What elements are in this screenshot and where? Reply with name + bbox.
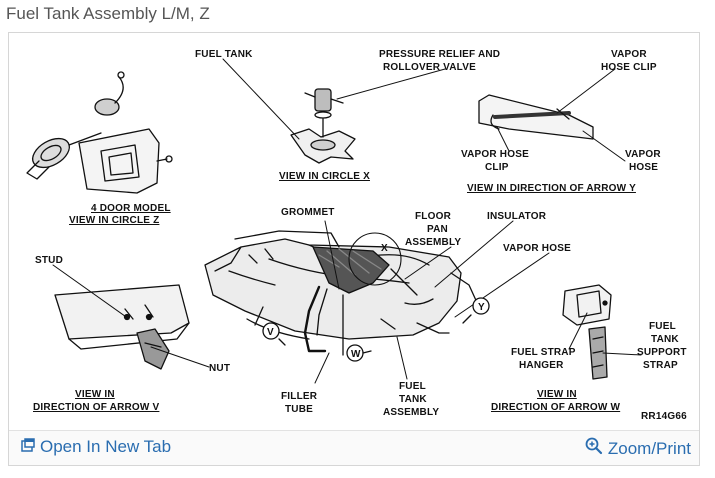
label-filler-tube-1: FILLER bbox=[281, 391, 318, 402]
open-in-new-tab-link[interactable]: Open In New Tab bbox=[21, 437, 171, 457]
label-filler-tube-2: TUBE bbox=[285, 404, 313, 415]
label-stud: STUD bbox=[35, 255, 63, 266]
open-new-tab-icon bbox=[21, 437, 35, 457]
label-grommet: GROMMET bbox=[281, 207, 335, 218]
label-pressure-relief-1: PRESSURE RELIEF AND bbox=[379, 49, 500, 60]
label-four-door-1: 4 DOOR MODEL bbox=[91, 203, 171, 214]
label-pressure-relief-2: ROLLOVER VALVE bbox=[383, 62, 476, 73]
label-vapor-hose-right-1: VAPOR bbox=[625, 149, 661, 160]
label-vapor-hose-mid: VAPOR HOSE bbox=[503, 243, 571, 254]
label-arrow-w: W bbox=[351, 349, 361, 360]
label-vapor-hose-clip-top-1: VAPOR bbox=[611, 49, 647, 60]
label-support-strap-2: TANK bbox=[651, 334, 679, 345]
label-view-arrow-v-1: VIEW IN bbox=[75, 389, 115, 400]
label-vapor-hose-clip-left-1: VAPOR HOSE bbox=[461, 149, 529, 160]
label-vapor-hose-right-2: HOSE bbox=[629, 162, 658, 173]
label-vapor-hose-clip-left-2: CLIP bbox=[485, 162, 509, 173]
arrow-v-detail-drawing bbox=[54, 284, 190, 370]
fuel-tank-diagram: FUEL TANK PRESSURE RELIEF AND ROLLOVER V… bbox=[26, 49, 687, 422]
label-support-strap-4: STRAP bbox=[643, 360, 678, 371]
label-fuel-tank-assembly-2: TANK bbox=[399, 394, 427, 405]
label-view-circle-x: VIEW IN CIRCLE X bbox=[279, 171, 370, 182]
open-in-new-tab-label: Open In New Tab bbox=[40, 437, 172, 456]
label-vapor-hose-clip-top-2: HOSE CLIP bbox=[601, 62, 657, 73]
label-view-arrow-y: VIEW IN DIRECTION OF ARROW Y bbox=[467, 183, 636, 194]
circle-x-detail-drawing bbox=[290, 88, 356, 164]
image-footer: Open In New Tab Zoom/Print bbox=[9, 430, 699, 465]
arrow-w-detail-drawing bbox=[562, 284, 612, 380]
label-fuel-tank: FUEL TANK bbox=[195, 49, 253, 60]
label-floor-pan-3: ASSEMBLY bbox=[405, 237, 461, 248]
diagram-frame: FUEL TANK PRESSURE RELIEF AND ROLLOVER V… bbox=[8, 32, 700, 466]
label-view-arrow-w-2: DIRECTION OF ARROW W bbox=[491, 402, 621, 413]
label-support-strap-3: SUPPORT bbox=[637, 347, 687, 358]
arrow-badges bbox=[262, 297, 490, 362]
label-arrow-v: V bbox=[267, 327, 274, 338]
arrow-y-detail-drawing bbox=[478, 94, 594, 140]
zoom-print-label: Zoom/Print bbox=[607, 438, 691, 458]
label-nut: NUT bbox=[209, 363, 230, 374]
page-title: Fuel Tank Assembly L/M, Z bbox=[6, 4, 210, 23]
diagram-labels: FUEL TANK PRESSURE RELIEF AND ROLLOVER V… bbox=[33, 49, 687, 422]
label-fuel-strap-hanger-2: HANGER bbox=[519, 360, 564, 371]
magnifier-plus-icon bbox=[585, 437, 603, 460]
label-four-door-2: VIEW IN CIRCLE Z bbox=[69, 215, 159, 226]
four-door-detail-drawing bbox=[26, 71, 173, 194]
label-fuel-strap-hanger-1: FUEL STRAP bbox=[511, 347, 576, 358]
leader-lines bbox=[52, 58, 642, 384]
label-fuel-tank-assembly-1: FUEL bbox=[399, 381, 426, 392]
label-insulator: INSULATOR bbox=[487, 211, 547, 222]
label-view-arrow-w-1: VIEW IN bbox=[537, 389, 577, 400]
label-floor-pan-1: FLOOR bbox=[415, 211, 452, 222]
label-fuel-tank-assembly-3: ASSEMBLY bbox=[383, 407, 439, 418]
zoom-print-link[interactable]: Zoom/Print bbox=[585, 437, 691, 460]
main-tank-assembly-drawing bbox=[204, 230, 480, 356]
label-floor-pan-2: PAN bbox=[427, 224, 448, 235]
label-ref-code: RR14G66 bbox=[641, 411, 687, 422]
label-arrow-y: Y bbox=[478, 302, 485, 313]
label-support-strap-1: FUEL bbox=[649, 321, 676, 332]
label-view-arrow-v-2: DIRECTION OF ARROW V bbox=[33, 402, 160, 413]
label-circle-x: X bbox=[381, 243, 388, 254]
